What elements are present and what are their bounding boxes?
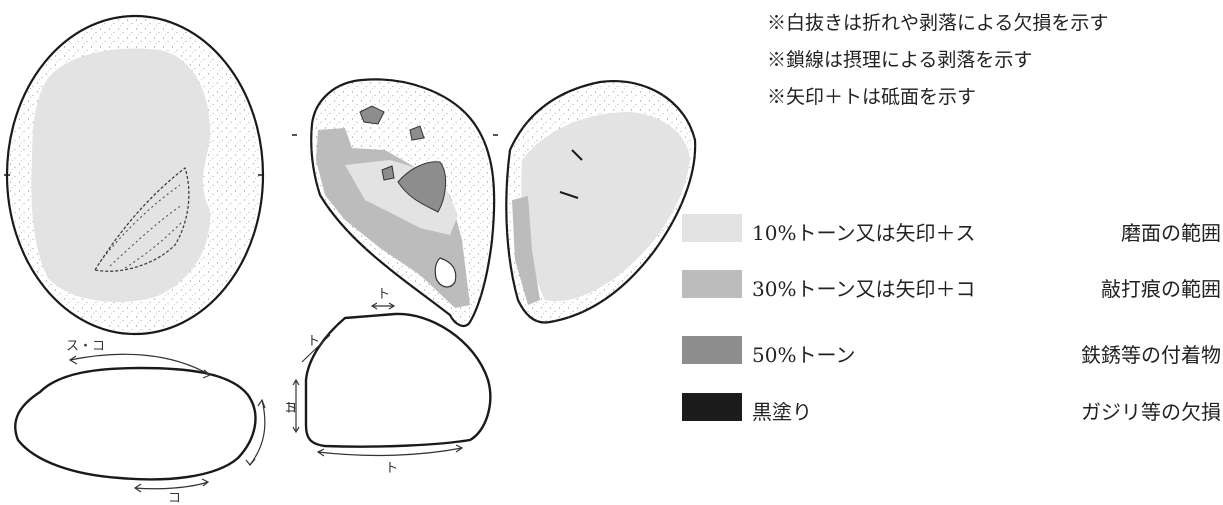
- label-bottom-left: コ: [168, 491, 181, 505]
- legend-meaning-30pct: 敲打痕の範囲: [1101, 277, 1221, 301]
- face-view: [4, 14, 265, 336]
- side1-rust-2: [359, 105, 385, 125]
- legend-meaning-50pct: 鉄銹等の付着物: [1081, 343, 1221, 367]
- section-right-outline: [304, 312, 492, 448]
- side1-rust-4: [381, 165, 395, 181]
- side2-defect-1: [571, 149, 583, 161]
- label-upper-left-right: ト: [307, 334, 320, 349]
- label-top-left: ス・コ: [66, 339, 105, 354]
- legend-row-10pct: 10%トーン又は矢印＋ス 磨面の範囲: [682, 214, 1222, 245]
- side1-rust-1: [397, 161, 447, 213]
- label-mid-left-right: ト: [284, 401, 297, 416]
- legend-row-50pct: 50%トーン 鉄銹等の付着物: [682, 336, 1222, 367]
- legend-row-30pct: 30%トーン又は矢印＋コ 敲打痕の範囲: [682, 270, 1222, 301]
- section-left-outline: [14, 366, 257, 481]
- legend-swatch-50pct: [682, 336, 742, 364]
- legend-swatch-black: [682, 393, 742, 421]
- legend-tone-50pct: 50%トーン: [752, 343, 856, 367]
- label-right-left: コ: [284, 401, 297, 416]
- legend-tone-black: 黒塗り: [752, 400, 812, 424]
- note-1: ※白抜きは折れや剥落による欠損を示す: [767, 12, 1109, 34]
- legend-tone-10pct: 10%トーン又は矢印＋ス: [752, 221, 976, 245]
- legend-row-black: 黒塗り ガジリ等の欠損: [682, 393, 1222, 424]
- note-3: ※矢印＋トは砥面を示す: [767, 86, 977, 108]
- cross-section-left: ス・コ コ コ: [14, 339, 297, 505]
- face-peck-marks: [94, 167, 190, 272]
- label-top-right: ト: [377, 287, 390, 302]
- legend-meaning-10pct: 磨面の範囲: [1121, 221, 1221, 245]
- label-bottom-right: ト: [385, 461, 398, 476]
- legend-swatch-30pct: [682, 270, 742, 298]
- note-2: ※鎖線は摂理による剥落を示す: [767, 49, 1033, 71]
- legend-tone-30pct: 30%トーン又は矢印＋コ: [752, 277, 976, 301]
- side2-defect-2: [559, 191, 579, 199]
- side1-rust-3: [409, 125, 425, 141]
- legend-swatch-10pct: [682, 214, 742, 242]
- side2-peck-area: [512, 196, 540, 305]
- side-view-1: [292, 78, 498, 328]
- legend-meaning-black: ガジリ等の欠損: [1081, 400, 1221, 424]
- side-view-2: [505, 80, 697, 324]
- face-polished-area: [31, 48, 211, 303]
- side2-polished-area: [521, 112, 690, 302]
- cross-section-right: ト ト ト ト: [284, 287, 492, 476]
